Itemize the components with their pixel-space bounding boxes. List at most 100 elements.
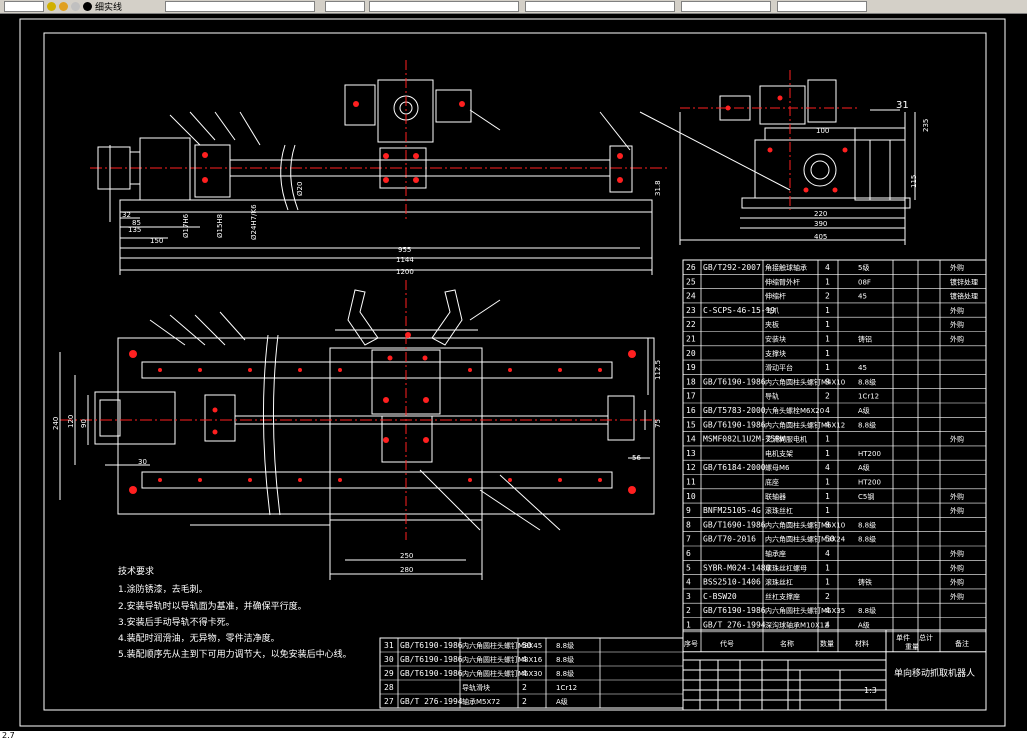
- bom-no: 26: [686, 263, 696, 272]
- bom-qty: 8: [825, 520, 830, 529]
- bom-note: 外购: [950, 306, 964, 315]
- bom-material: 8.8级: [556, 655, 574, 664]
- bom-material: 45: [858, 293, 867, 301]
- bom-qty: 4: [825, 549, 830, 558]
- bom-note: 外购: [950, 563, 964, 572]
- bom-name: 角接触球轴承: [765, 263, 807, 272]
- bom-no: 31: [384, 641, 394, 650]
- bom-note: 外购: [950, 506, 964, 515]
- bom-name: 内六角圆柱头螺钉M6X35: [765, 606, 845, 615]
- bom-name: 滚珠丝杠: [765, 578, 793, 587]
- bom-header-name: 名称: [780, 639, 794, 648]
- bom-qty: 4: [825, 406, 830, 415]
- lock-icon[interactable]: [71, 2, 80, 11]
- bom-code: GB/T70-2016: [703, 535, 756, 544]
- note-3: 3.安装后手动导轨不得卡死。: [118, 616, 235, 628]
- lineweight-dropdown[interactable]: [681, 1, 772, 12]
- layer-name[interactable]: 细实线: [95, 3, 123, 13]
- dim-75: 75: [654, 419, 662, 428]
- color-dropdown[interactable]: [369, 1, 520, 12]
- bom-name: 导轨: [765, 392, 779, 401]
- dim-phi24h: Ø24H7/K6: [250, 204, 258, 240]
- dim-phi17h: Ø17H6: [182, 213, 190, 238]
- light-bulb-icon[interactable]: [47, 2, 56, 11]
- dim-30: 30: [138, 458, 147, 466]
- bom-note: 外购: [950, 549, 964, 558]
- bom-qty: 1: [825, 492, 830, 501]
- linetype-dropdown[interactable]: [525, 1, 676, 12]
- bom-name: 内六角圆柱头螺钉M6X10: [765, 520, 845, 529]
- bom-note: 外购: [950, 320, 964, 329]
- bom-no: 23: [686, 306, 696, 315]
- bom-note: 外购: [950, 592, 964, 601]
- bom-no: 19: [686, 363, 696, 372]
- dim-235: 235: [922, 119, 930, 132]
- toolbar-dropdown-1[interactable]: [4, 1, 44, 12]
- side-view-dims: 31 220 390 405 100 235 115: [814, 100, 930, 241]
- color-icon[interactable]: [83, 2, 92, 11]
- dim-115: 115: [910, 175, 918, 188]
- bom-name: 滚珠丝杠: [765, 506, 793, 515]
- bom-no: 17: [686, 392, 696, 401]
- bom-name: 内六角圆柱头螺钉M6X30: [462, 669, 542, 678]
- toolbar-dropdown-2[interactable]: [165, 1, 316, 12]
- notes-title: 技术要求: [118, 565, 154, 577]
- bom-material: 08F: [858, 278, 871, 286]
- side-view-red-marks: [725, 95, 848, 193]
- bom-no: 22: [686, 320, 696, 329]
- dim-90: 90: [80, 419, 88, 428]
- bom-material: 8.8级: [858, 377, 876, 386]
- bom-material: 8.8级: [556, 641, 574, 650]
- bom-note: 镀锌处理: [950, 277, 978, 286]
- dim-1125: 112.5: [654, 360, 662, 380]
- dim-1200: 1200: [396, 268, 414, 276]
- bom-qty: 1: [825, 363, 830, 372]
- bom-material: C5钢: [858, 492, 874, 501]
- bom-no: 4: [686, 578, 691, 587]
- bom-no: 30: [384, 655, 394, 664]
- bom-name: 滑动平台: [765, 363, 793, 372]
- drawing-canvas[interactable]: 955 1144 1200 150 135 85 32 Ø20 31.8 Ø17…: [0, 14, 1027, 731]
- bom-code: GB/T5783-2000: [703, 406, 766, 415]
- bom-note: 外购: [950, 578, 964, 587]
- bom-header-weight: 重量: [905, 643, 919, 651]
- bom-no: 29: [384, 669, 394, 678]
- bom-material: 45: [858, 364, 867, 372]
- dim-318: 31.8: [654, 180, 662, 196]
- bom-no: 16: [686, 406, 696, 415]
- bom-no: 2: [686, 606, 691, 615]
- bom-material: 5级: [858, 263, 869, 272]
- plotstyle-dropdown[interactable]: [777, 1, 868, 12]
- note-4: 4.装配时润滑油，无异物，零件洁净度。: [118, 632, 280, 644]
- bom-qty: 4: [825, 621, 830, 630]
- bom-qty: 2: [825, 292, 830, 301]
- bom-code: GB/T 276-1994: [400, 697, 463, 706]
- bom-material: 8.8级: [858, 520, 876, 529]
- bom-header-unit: 单件: [896, 633, 910, 642]
- bom-no: 13: [686, 449, 696, 458]
- bom-name: 气爪: [765, 306, 779, 315]
- bom-no: 21: [686, 335, 696, 344]
- sun-icon[interactable]: [59, 2, 68, 11]
- bom-qty: 50: [825, 535, 835, 544]
- bom-material: 8.8级: [858, 606, 876, 615]
- bom-name: 电机支架: [765, 449, 793, 458]
- bom-name: 内六角圆柱头螺钉M4X10: [765, 377, 845, 386]
- layer-prev-icon[interactable]: [325, 1, 366, 12]
- command-line[interactable]: 2.7: [0, 731, 1027, 740]
- bom-no: 8: [686, 520, 691, 529]
